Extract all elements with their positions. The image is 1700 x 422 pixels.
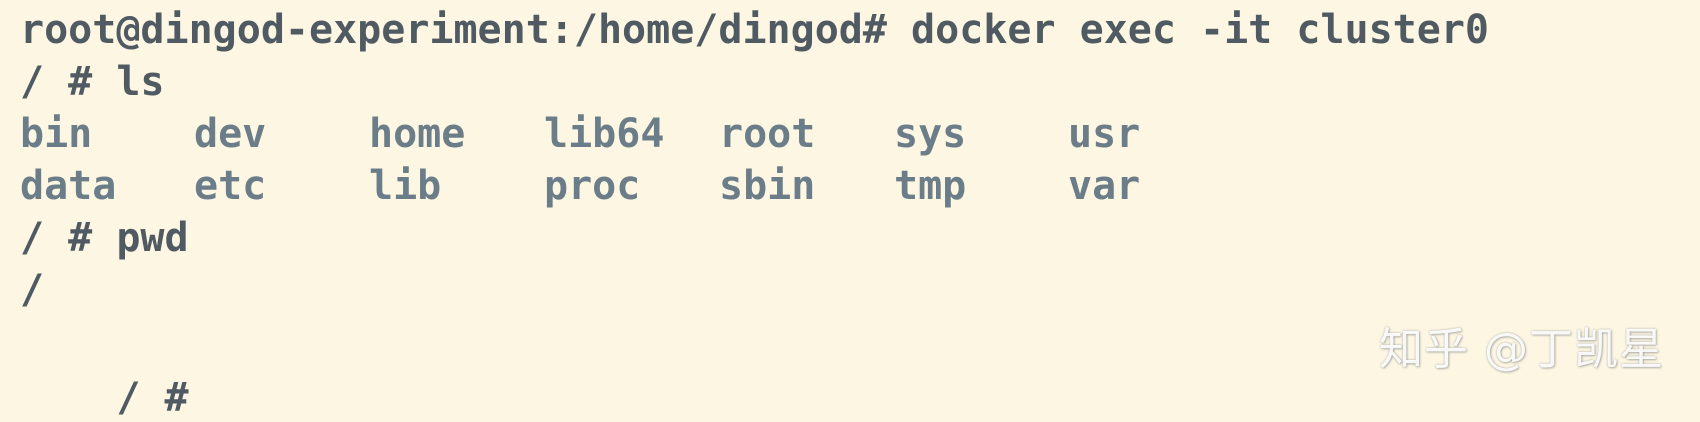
ls-entry: data <box>20 163 117 209</box>
terminal-prompt: / # <box>116 375 213 421</box>
ls-entry: etc <box>194 163 267 209</box>
ls-entry: bin <box>20 111 93 157</box>
ls-entry: sys <box>894 111 967 157</box>
ls-entry: sbin <box>719 163 816 209</box>
watermark-text: 知乎 @丁凯星 <box>1379 324 1664 375</box>
ls-entry: proc <box>544 163 641 209</box>
ls-entry: var <box>1068 163 1141 209</box>
terminal-line-pwd-output: / <box>20 267 45 313</box>
ls-output-row-1: bin dev home lib64 root sys usr <box>20 106 1420 162</box>
ls-output-row-2: data etc lib proc sbin tmp var <box>20 158 1420 214</box>
ls-entry: usr <box>1068 111 1141 157</box>
terminal-cursor <box>213 381 235 419</box>
terminal-line-ls: / # ls <box>20 59 165 105</box>
ls-entry: root <box>719 111 816 157</box>
terminal-line-pwd: / # pwd <box>20 215 189 261</box>
terminal-line-prompt[interactable]: / # <box>20 314 235 421</box>
ls-entry: lib64 <box>544 111 665 157</box>
ls-entry: lib <box>369 163 442 209</box>
ls-entry: dev <box>194 111 267 157</box>
ls-entry: tmp <box>894 163 967 209</box>
terminal-line-command: root@dingod-experiment:/home/dingod# doc… <box>20 7 1490 53</box>
ls-entry: home <box>369 111 466 157</box>
